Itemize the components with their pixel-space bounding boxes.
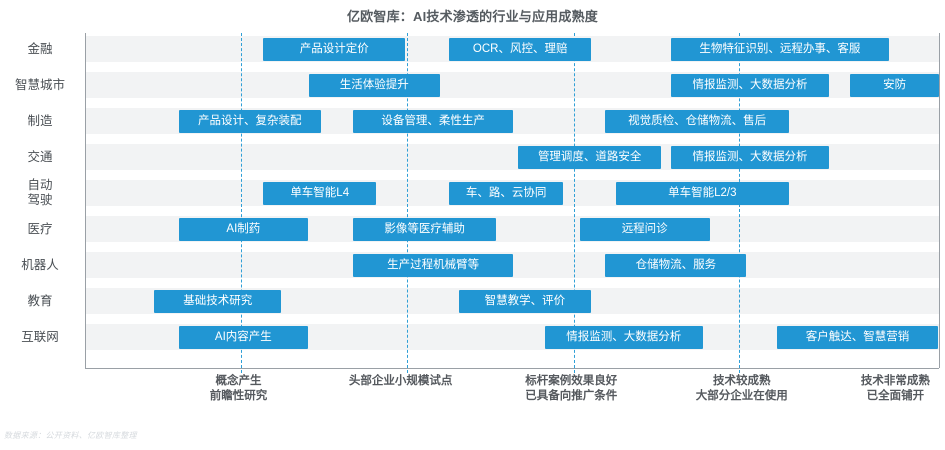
bar-自动驾驶-2[interactable]: 车、路、云协同 [449,181,563,205]
bar-自动驾驶-3[interactable]: 单车智能L2/3 [615,181,789,205]
bar-智慧城市-3[interactable]: 安防 [850,73,939,97]
bar-金融-1[interactable]: 产品设计定价 [263,37,406,61]
bar-制造-1[interactable]: 产品设计、复杂装配 [178,109,321,133]
row-label-交通: 交通 [27,149,53,164]
x-axis-line [85,368,939,369]
bar-制造-2[interactable]: 设备管理、柔性生产 [352,109,514,133]
bar-机器人-1[interactable]: 生产过程机械臂等 [352,253,514,277]
row-label-医疗: 医疗 [27,221,53,236]
bar-互联网-1[interactable]: AI内容产生 [178,325,308,349]
x-axis-caption-3: 标杆案例效果良好已具备向推广条件 [525,375,618,402]
bar-教育-2[interactable]: 智慧教学、评价 [458,289,591,313]
row-label-自动驾驶: 自动驾驶 [27,178,53,207]
bar-教育-1[interactable]: 基础技术研究 [154,289,282,313]
x-axis-caption-4: 技术较成熟大部分企业在使用 [695,375,788,402]
bar-交通-1[interactable]: 管理调度、道路安全 [518,145,661,169]
x-axis-caption-5: 技术非常成熟已全面铺开 [860,375,930,402]
bar-智慧城市-1[interactable]: 生活体验提升 [308,73,440,97]
gridline-2 [406,33,408,373]
bar-自动驾驶-1[interactable]: 单车智能L4 [263,181,377,205]
row-label-智慧城市: 智慧城市 [14,77,65,92]
row-label-金融: 金融 [27,41,53,56]
bar-互联网-2[interactable]: 情报监测、大数据分析 [544,325,703,349]
bar-智慧城市-2[interactable]: 情报监测、大数据分析 [671,73,829,97]
bar-医疗-3[interactable]: 远程问诊 [579,217,710,241]
row-label-制造: 制造 [27,113,53,128]
row-label-机器人: 机器人 [21,257,59,272]
bar-金融-3[interactable]: 生物特征识别、远程办事、客服 [671,37,889,61]
bar-机器人-2[interactable]: 仓储物流、服务 [605,253,747,277]
bar-医疗-2[interactable]: 影像等医疗辅助 [352,217,497,241]
source-note: 数据来源：公开资料、亿欧智库整理 [4,431,137,440]
bar-互联网-3[interactable]: 客户触达、智慧营销 [776,325,939,349]
row-label-互联网: 互联网 [21,329,59,344]
bar-交通-2[interactable]: 情报监测、大数据分析 [671,145,829,169]
bar-制造-3[interactable]: 视觉质检、仓储物流、售后 [605,109,789,133]
x-axis-caption-1: 概念产生前瞻性研究 [209,375,268,402]
x-axis-caption-2: 头部企业小规模试点 [348,375,453,387]
gridline-1 [241,33,243,373]
gridline-3 [573,33,575,373]
page-title: 亿欧智库：AI技术渗透的行业与应用成熟度 [346,9,598,24]
bar-金融-2[interactable]: OCR、风控、理赔 [449,37,591,61]
bar-医疗-1[interactable]: AI制药 [178,217,308,241]
row-label-教育: 教育 [27,293,53,308]
